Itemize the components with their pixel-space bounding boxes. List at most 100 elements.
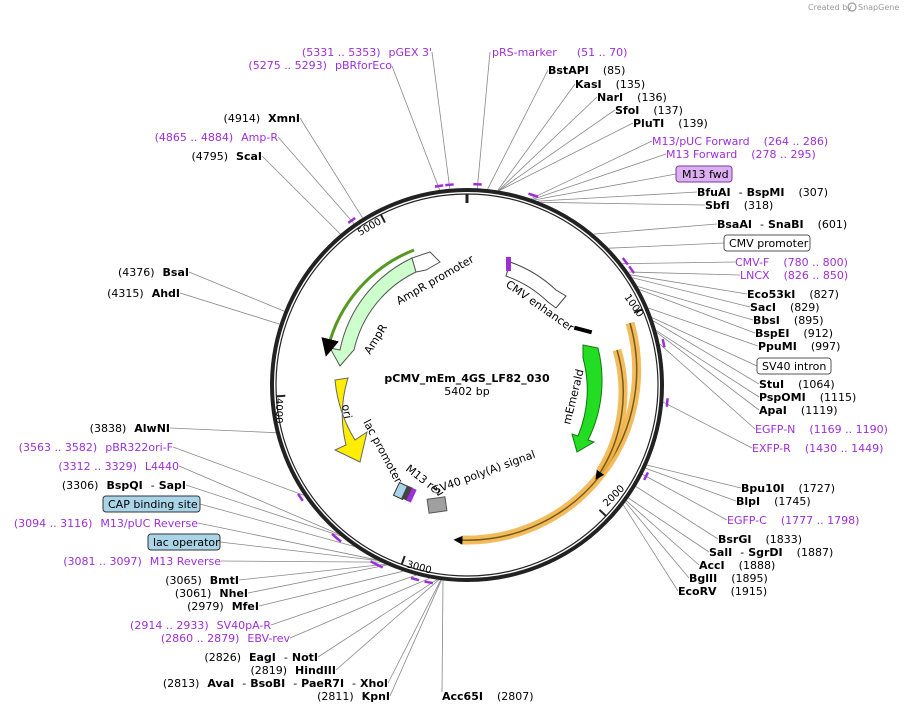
sv40-polya-label: SV40 poly(A) signal [432,448,537,497]
pbrforeco-name: pBRforEco [335,59,392,72]
svg-text:BbsI(895): BbsI(895) [753,314,824,327]
ecorv-name: EcoRV [678,585,717,598]
ampr-site-range: (4865 .. 4884) [155,131,234,144]
backbone-outer [270,188,664,582]
leader-line [653,320,760,385]
hindiii-name: HindIII [295,664,336,677]
pspomi-name: PspOMI [759,391,806,404]
svg-text:(2914 .. 2933)SV40pA-R: (2914 .. 2933)SV40pA-R [130,619,271,632]
primer-mark [424,580,434,585]
leader-line [632,277,751,308]
svg-text:(2860 .. 2879)EBV-rev: (2860 .. 2879) EBV-rev [161,632,291,645]
bmti-name: BmtI [210,574,239,587]
ebvrev-range: (2860 .. 2879) [161,632,240,645]
bbsi-name: BbsI [753,314,780,327]
primer-mark [297,493,304,502]
sfoi-name: SfoI [615,104,639,117]
nhei-name: NheI [219,587,248,600]
pgex-name: pGEX 3' [388,46,432,59]
svg-text:NarI(136): NarI(136) [597,91,667,104]
leader-line [185,484,341,537]
primer-mark [643,471,650,481]
svg-text:Eco53kI(827): Eco53kI(827) [747,288,839,301]
svg-text:(3094 .. 3116)M13/pUC Reverse: (3094 .. 3116)M13/pUC Reverse [14,517,198,530]
pbr322ori-range: (3563 .. 3582) [19,441,98,454]
leader-line [199,503,355,547]
tick-4000: 4000 [273,398,284,423]
primer-mark [331,532,340,541]
leader-line [540,201,706,206]
nhei-pos: (3061) [175,587,212,600]
primer-mark [347,216,356,224]
avai-sep1: - [242,677,246,690]
leader-line [431,51,451,189]
bspqi-name: BspQI [106,479,142,492]
sali-pos: (1887) [797,546,834,559]
feature-memerald-highlight [453,321,642,545]
bsaai-sep: - [760,218,764,231]
svg-text:(3312 .. 3329)L4440: (3312 .. 3329)L4440 [58,460,179,473]
cap-binding-site-box: CAP binding site [102,495,201,513]
svg-text:BsaAI-SnaBI(601): BsaAI-SnaBI(601) [717,218,847,231]
leader-line [637,286,754,321]
svg-text:BglII(1895): BglII(1895) [689,572,768,585]
leader-line [608,242,725,249]
svg-text:(2826)EagI-NotI: (2826)EagI-NotI [204,651,318,664]
kasi-name: KasI [575,78,602,91]
leader-line [391,65,440,191]
svg-text:(5331 .. 5353)pGEX 3': (5331 .. 5353)pGEX 3' [302,46,432,59]
svg-text:(2813)AvaI-BsoBI-PaeR7I-XhoI: (2813)AvaI-BsoBI-PaeR7I-XhoI [163,677,388,690]
svg-text:M13 Forward(278 .. 295): M13 Forward (278 .. 295) [666,148,816,161]
acci-pos: (1888) [739,559,776,572]
leader-line [258,570,403,607]
svg-text:CMV-F(780 .. 800): CMV-F(780 .. 800) [735,256,848,269]
bglii-name: BglII [689,572,717,585]
svg-text:Bpu10I(1727): Bpu10I(1727) [741,482,835,495]
leader-line [178,465,338,535]
primer-mark [434,184,444,188]
svg-text:(3061)NheI: (3061) NheI [175,587,248,600]
bstapi-name: BstAPI [548,64,589,77]
leader-line [628,271,741,276]
primer-mark [661,338,666,348]
m13-forward-range: (278 .. 295) [751,148,816,161]
avai-sep3: - [352,677,356,690]
exfpr-name: EXFP-R [752,442,791,455]
leader-line [659,343,756,430]
tick-mark [276,394,286,398]
m13-forward-name: M13 Forward [666,148,737,161]
cmv-promoter-box: CMV promoter [723,234,811,252]
scai-pos: (4795) [191,150,228,163]
tick-mark [633,308,643,314]
svg-text:ApaI(1119): ApaI(1119) [759,404,837,417]
leader-line [626,500,700,566]
leader-line [498,96,598,191]
bspqi-pos: (3306) [62,479,99,492]
leader-line [299,117,363,219]
plasmid-length: 5402 bp [444,385,489,398]
leader-line [622,504,679,592]
leader-line [498,109,616,191]
m13puc-fwd-name: M13/pUC Forward [652,135,750,148]
svg-text:PspOMI(1115): PspOMI(1115) [759,391,856,404]
feature-sv40-polya: SV40 poly(A) signal [426,448,537,514]
svg-text:SfoI(137): SfoI(137) [615,104,683,117]
mfei-name: MfeI [232,600,259,613]
feature-ampr: AmpR [321,248,417,367]
credit-text: Created by [808,3,852,12]
nari-pos: (136) [637,91,667,104]
ahdi-name: AhdI [152,287,180,300]
svg-text:AccI(1888): AccI(1888) [699,559,775,572]
leader-line [188,271,285,312]
leader-line [317,579,438,658]
leader-line [169,427,276,434]
svg-text:Acc65I(2807): Acc65I(2807) [442,690,534,703]
xmni-pos: (4914) [224,112,261,125]
bsrgi-name: BsrGI [718,533,751,546]
svg-text:(4795)ScaI: (4795)ScaI [191,150,262,163]
ebvrev-name: EBV-rev [247,632,290,645]
paer7i-name: PaeR7I [301,677,344,690]
egfpc-range: (1777 .. 1798) [781,514,860,527]
leader-line [639,289,756,334]
leader-line [277,136,355,224]
